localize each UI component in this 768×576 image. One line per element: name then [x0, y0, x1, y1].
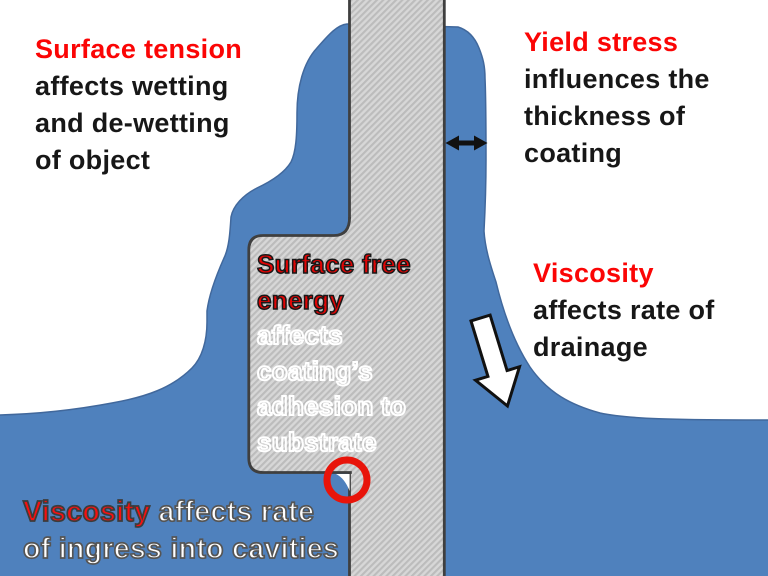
yield-stress-line: influences the	[524, 64, 710, 94]
viscosity-drainage-line: affects rate of	[533, 295, 715, 325]
surface-tension-heading: Surface tension	[35, 34, 243, 64]
note-yield-stress: Yield stress influences the thickness of…	[524, 24, 710, 172]
surface-free-energy-line: affects	[256, 319, 344, 351]
surface-free-energy-line: adhesion to	[256, 390, 407, 422]
yield-stress-line: thickness of	[524, 101, 686, 131]
double-arrow-left-head	[445, 135, 459, 151]
panel-border	[247, 216, 352, 474]
viscosity-ingress-line2: of ingress into cavities	[22, 532, 340, 566]
note-viscosity-drainage: Viscosity affects rate of drainage	[533, 255, 715, 366]
viscosity-ingress-line1: Viscosity affects rate	[22, 494, 339, 531]
viscosity-ingress-rest: affects rate	[150, 495, 315, 529]
surface-free-energy-line: substrate	[256, 426, 377, 458]
coating-thickness-double-arrow	[445, 135, 488, 151]
surface-tension-line: and de-wetting	[35, 108, 230, 138]
surface-free-energy-line: coating’s	[256, 355, 374, 387]
panel-fill	[248, 219, 353, 473]
note-surface-tension: Surface tension affects wetting and de-w…	[35, 31, 242, 179]
yield-stress-heading: Yield stress	[524, 27, 679, 57]
viscosity-drainage-heading: Viscosity	[533, 258, 654, 288]
cavity-highlight-circle	[323, 456, 371, 504]
surface-free-energy-heading: Surface free	[256, 248, 411, 279]
surface-tension-line: affects wetting	[35, 71, 229, 101]
yield-stress-line: coating	[524, 138, 623, 168]
double-arrow-right-head	[474, 135, 488, 151]
viscosity-ingress-heading: Viscosity	[22, 495, 151, 529]
note-viscosity-ingress: Viscosity affects rate of ingress into c…	[22, 494, 340, 568]
surface-tension-line: of object	[35, 145, 151, 175]
note-surface-free-energy: Surface free energy affects coating’s ad…	[256, 247, 411, 460]
viscosity-drainage-line: drainage	[533, 332, 648, 362]
surface-free-energy-heading: energy	[256, 284, 345, 315]
surface-energy-panel	[247, 216, 353, 474]
drainage-direction-arrow	[469, 313, 522, 409]
cavity-air-pocket	[336, 474, 350, 491]
